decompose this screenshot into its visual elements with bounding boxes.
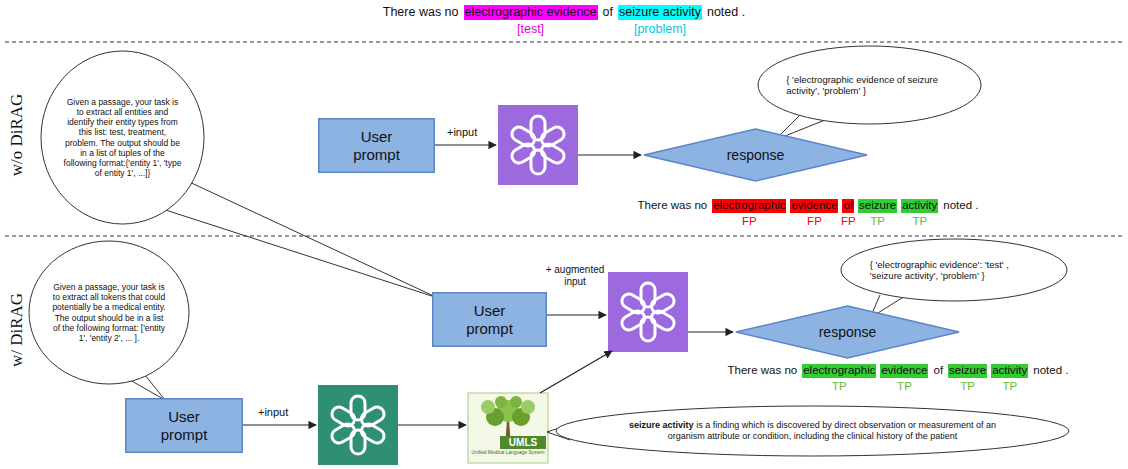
node-text-block: { 'electrographic evidence': 'test' , 's… <box>870 259 1039 282</box>
eval-tag: TP <box>870 215 885 229</box>
eval-tag: TP <box>1002 380 1017 394</box>
node-text-block: seizure activityis a finding which is di… <box>612 420 1014 442</box>
response-bubble: { 'electrographic evidence': 'test' , 's… <box>840 238 1068 302</box>
umls-logo <box>468 393 548 463</box>
highlighted-token: electrographic <box>802 364 876 378</box>
bubble-tail <box>130 115 905 440</box>
section-label: w/ DiRAG <box>7 293 27 367</box>
node-text: response <box>819 324 877 340</box>
node-text: { 'electrographic evidence': 'test' , 's… <box>870 259 1009 281</box>
flow-arrow <box>435 144 496 145</box>
node-text-block: User prompt <box>152 408 217 444</box>
user-prompt-box: User prompt <box>125 398 243 453</box>
node-text: User prompt <box>353 128 400 163</box>
sentence-token: noted . <box>1032 364 1069 378</box>
node-text-block: Given a passage, your task is to extract… <box>51 282 168 343</box>
eval-tag: TP <box>832 380 847 394</box>
arrow-label: +input <box>258 406 288 419</box>
sentence-token: There was no <box>637 199 709 213</box>
highlighted-token: seizure <box>858 199 897 213</box>
node-text: response <box>727 147 785 163</box>
sentence-token: of <box>932 364 944 378</box>
sentence-token: of <box>602 5 614 20</box>
eval-tag: TP <box>912 215 927 229</box>
node-text: User prompt <box>466 302 513 337</box>
eval-tag: FP <box>807 215 822 229</box>
node-text-block: User prompt <box>458 302 521 338</box>
flow-arrow <box>243 424 316 425</box>
logo-text: UMLS <box>500 436 546 449</box>
definition-bubble: seizure activityis a finding which is di… <box>555 405 1070 457</box>
response-bubble: { 'electrographic evidence of seizure ac… <box>757 45 982 125</box>
response-diamond: response <box>735 305 960 359</box>
section-label: w/o DiRAG <box>7 94 27 177</box>
highlighted-token: evidence <box>790 199 838 213</box>
arrow-label: + augmented input <box>543 264 607 288</box>
sentence-row: There was no electrographic evidence ofsei… <box>382 5 746 20</box>
node-text: is a finding which is discovered by dire… <box>668 420 996 441</box>
sentence-row: There was noelectrographic evidence ofseiz… <box>727 364 1070 378</box>
highlighted-token: electrographic <box>712 199 786 213</box>
sentence-row: There was noelectrographic evidence ofseiz… <box>637 199 980 213</box>
llm-icon <box>608 272 688 352</box>
node-text: { 'electrographic evidence of seizure ac… <box>786 74 938 96</box>
section-divider <box>5 236 1123 237</box>
highlighted-token: electrographic evidence <box>464 5 598 20</box>
sentence-token: There was no <box>727 364 799 378</box>
flow-arrow <box>578 154 641 155</box>
highlighted-token: evidence <box>880 364 928 378</box>
sentence-token: noted . <box>706 5 746 20</box>
highlighted-token: activity <box>901 199 938 213</box>
section-divider <box>5 42 1123 43</box>
eval-tag: FP <box>841 215 856 229</box>
node-text-block: User prompt <box>344 128 408 164</box>
flow-arrow <box>547 314 606 315</box>
prompt-bubble: Given a passage, your task is to extract… <box>28 240 190 385</box>
node-text: Given a passage, your task is to extract… <box>64 97 182 178</box>
highlighted-token: activity <box>991 364 1028 378</box>
highlighted-token: of <box>842 199 854 213</box>
user-prompt-box: User prompt <box>318 118 435 173</box>
term-heading: seizure activity <box>629 420 694 430</box>
eval-tag: FP <box>742 215 757 229</box>
llm-icon <box>498 105 578 185</box>
sentence-token: There was no <box>382 5 460 20</box>
entity-tag: [test] <box>517 22 544 37</box>
llm-icon <box>318 385 398 465</box>
response-diamond: response <box>643 128 868 182</box>
sentence-token: noted . <box>942 199 979 213</box>
eval-tag: TP <box>897 380 912 394</box>
arrow-label: +input <box>447 126 477 139</box>
highlighted-token: seizure <box>948 364 987 378</box>
node-text: User prompt <box>161 408 208 443</box>
highlighted-token: seizure activity <box>618 5 702 20</box>
flow-arrow <box>688 331 733 332</box>
logo-subtext: Unified Medical Language System <box>468 450 548 456</box>
eval-tag: TP <box>960 380 975 394</box>
node-text-block: response <box>699 147 812 164</box>
flow-arrow <box>540 351 612 393</box>
node-text-block: response <box>791 324 904 341</box>
flow-arrow <box>398 424 466 425</box>
node-text: Given a passage, your task is to extract… <box>52 282 165 343</box>
entity-tag: [problem] <box>634 22 686 37</box>
node-text-block: { 'electrographic evidence of seizure ac… <box>786 74 953 97</box>
prompt-bubble: Given a passage, your task is to extract… <box>40 50 205 225</box>
user-prompt-box: User prompt <box>432 292 547 347</box>
node-text-block: Given a passage, your task is to extract… <box>63 97 182 179</box>
